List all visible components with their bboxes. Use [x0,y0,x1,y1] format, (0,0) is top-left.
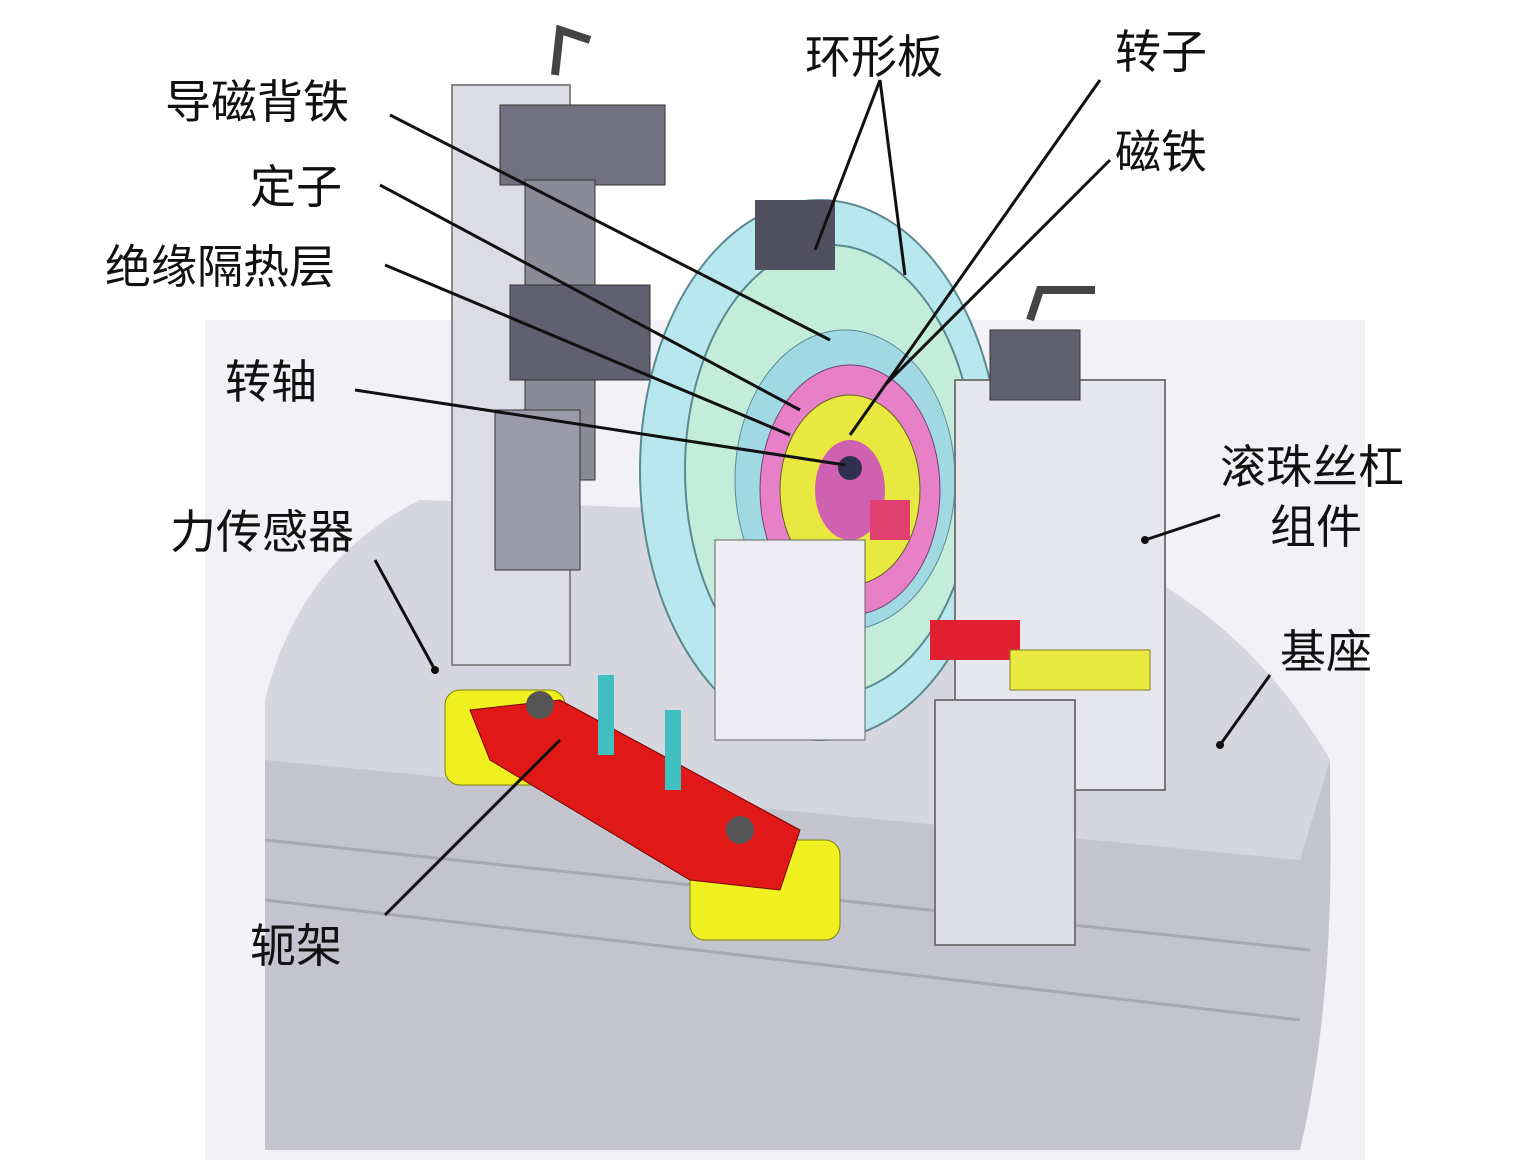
leader-lines [354,79,1272,917]
label-insulation-layer: 绝缘隔热层 [105,240,335,294]
label-force-sensor: 力传感器 [170,505,354,559]
label-ball-screw-line1: 滚珠丝杠 [1220,440,1404,494]
label-base: 基座 [1280,625,1372,679]
ball-screw-assembly [714,286,1166,946]
label-rotor: 转子 [1115,25,1207,79]
shaft [838,456,862,480]
label-shaft: 转轴 [225,355,317,409]
label-magnet: 磁铁 [1115,125,1207,179]
label-ball-screw-line2: 组件 [1270,500,1362,554]
label-stator: 定子 [250,160,342,214]
label-yoke-frame: 轭架 [250,919,342,973]
label-magnetic-back-iron: 导磁背铁 [165,75,349,129]
label-ring-plate: 环形板 [805,30,943,84]
